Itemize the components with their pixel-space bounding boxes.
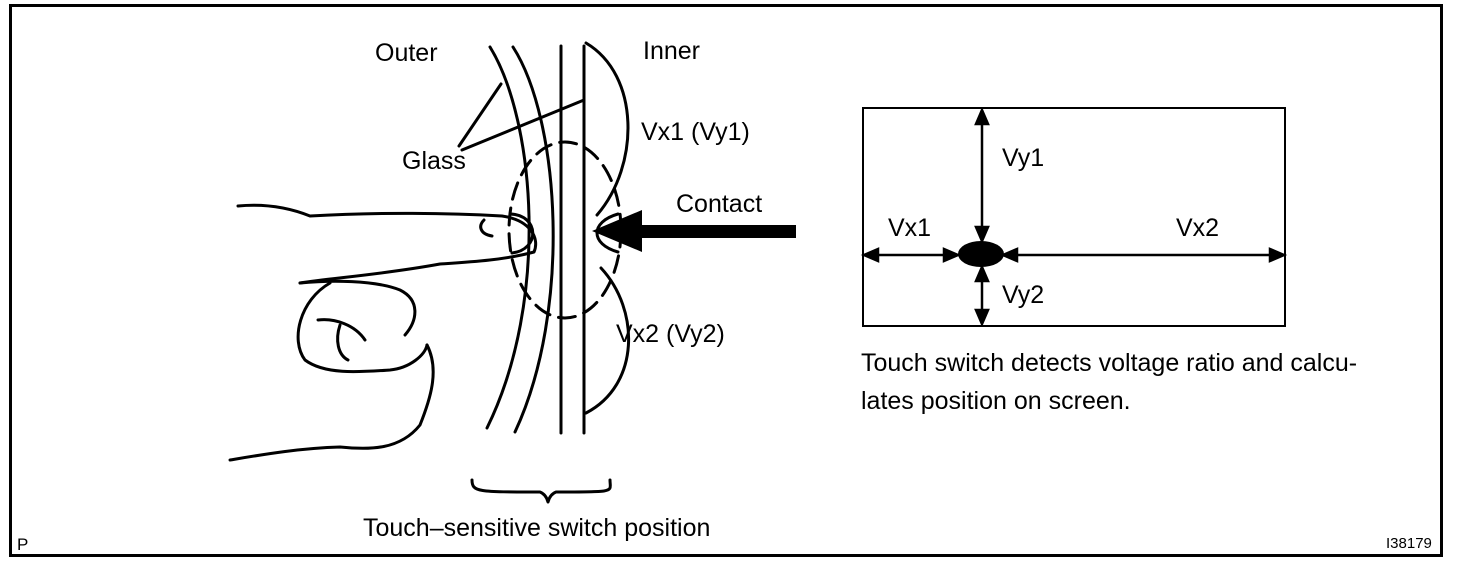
palm (228, 343, 435, 462)
touch-point (958, 241, 1004, 267)
screen-rectangle (862, 107, 1286, 327)
figure-frame (9, 4, 1443, 557)
vx1-vy1-label: Vx1 (Vy1) (641, 118, 750, 146)
inner-bulge-bottom (584, 266, 630, 415)
corner-letter: P (17, 535, 29, 554)
vy1-label: Vy1 (1002, 144, 1045, 172)
vy2-label: Vy2 (1002, 281, 1045, 309)
caption-line-1: Touch switch detects voltage ratio and c… (861, 349, 1358, 377)
switch-brace (470, 478, 612, 504)
vx2-vy2-label: Vx2 (Vy2) (616, 320, 725, 348)
inner-label: Inner (643, 37, 700, 65)
finger-crease (479, 218, 494, 238)
screen-arrows (860, 106, 1288, 328)
switch-position-label: Touch–sensitive switch position (363, 514, 711, 542)
caption-line-2: lates position on screen. (861, 387, 1131, 415)
hand (296, 281, 429, 374)
outer-label: Outer (375, 39, 438, 67)
knuckle-line-2 (336, 323, 350, 362)
vx1-label: Vx1 (888, 214, 932, 242)
knuckle-line (316, 318, 367, 342)
outer-glass-curve-2 (511, 45, 555, 434)
outer-glass-curve-1 (485, 45, 531, 430)
glass-pointer-2 (460, 98, 586, 152)
contact-label: Contact (676, 190, 763, 218)
glass-label: Glass (402, 147, 466, 175)
figure-id: I38179 (1386, 535, 1432, 552)
vx2-label: Vx2 (1176, 214, 1220, 242)
glass-pointer-1 (457, 82, 503, 148)
contact-arrow (592, 210, 796, 252)
finger (236, 203, 538, 285)
inner-bulge-top (584, 41, 630, 217)
thumb (298, 279, 417, 337)
